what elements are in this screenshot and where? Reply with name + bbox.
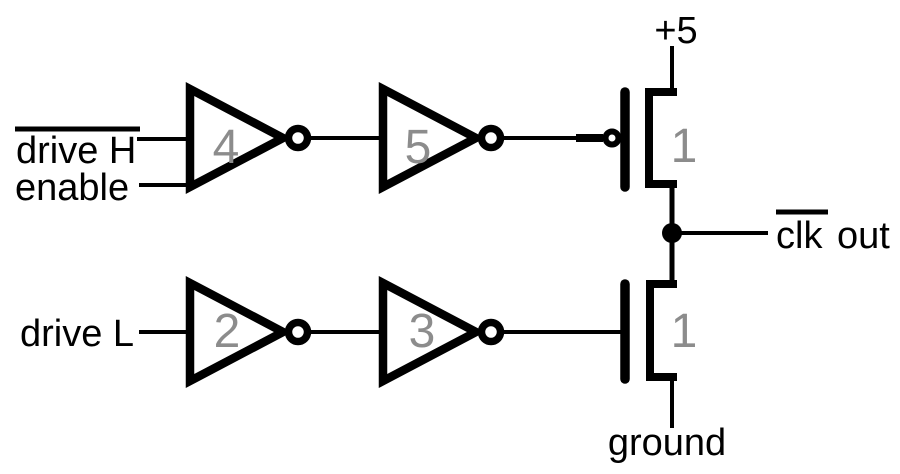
- pmos-gate-bubble: [602, 128, 622, 148]
- inverter-2-bubble: [284, 318, 312, 346]
- inverter-2-number: 2: [214, 305, 241, 358]
- inverter-2-triangle: [185, 275, 293, 389]
- output-net: clk out: [662, 182, 890, 286]
- drive-l-label: drive L: [20, 313, 134, 355]
- clk-label: clk: [776, 215, 823, 257]
- pmos-number: 1: [671, 120, 698, 173]
- inverter-3-number: 3: [409, 305, 436, 358]
- inverter-5-bubble: [477, 124, 505, 152]
- nmos-number: 1: [671, 305, 698, 358]
- inverter-2: 2: [185, 275, 312, 389]
- inverter-3: 3: [378, 275, 505, 389]
- drive-h-label: drive H: [16, 130, 136, 172]
- drive-h-input: drive H: [15, 126, 193, 172]
- ground-label: ground: [608, 422, 726, 464]
- inverter-5: 5: [378, 81, 505, 195]
- enable-label: enable: [15, 167, 129, 209]
- inverter-4-triangle: [185, 81, 293, 195]
- pmos-transistor: 1: [576, 87, 698, 192]
- supply-label: +5: [654, 10, 697, 52]
- inverter-4-number: 4: [213, 121, 240, 174]
- inverter-4: 4: [185, 81, 312, 195]
- ground-node: ground: [608, 377, 726, 464]
- out-label: out: [837, 215, 890, 257]
- supply-node: +5: [654, 10, 698, 94]
- enable-input: enable: [15, 167, 193, 209]
- inverter-5-number: 5: [405, 121, 432, 174]
- nmos-transistor: 1: [620, 279, 698, 384]
- nmos-channel: [646, 280, 677, 381]
- pmos-channel: [645, 88, 677, 188]
- drive-l-input: drive L: [20, 313, 193, 355]
- inverter-3-triangle: [378, 275, 486, 389]
- inverter-4-bubble: [284, 124, 312, 152]
- inverter-3-bubble: [477, 318, 505, 346]
- inverter-5-triangle: [378, 81, 486, 195]
